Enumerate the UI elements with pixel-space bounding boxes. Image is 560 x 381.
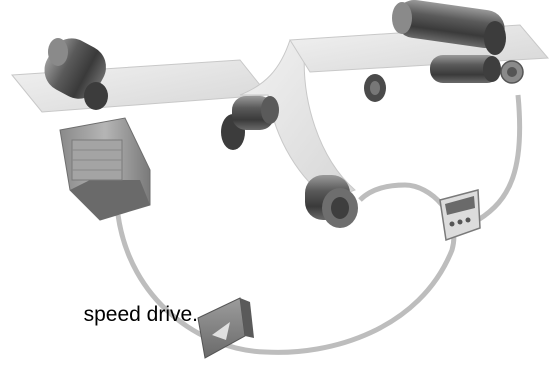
roller-left-top (44, 38, 108, 110)
controller-link-cable (476, 94, 523, 223)
caption-container: speed drive. (0, 300, 210, 330)
servo-motor (59, 117, 151, 221)
roller-right-top (392, 0, 506, 55)
roller-middle-lower (221, 96, 279, 150)
controller-display-icon (439, 189, 481, 242)
variable-speed-drive-icon (197, 297, 254, 359)
roller-dancer (305, 175, 358, 228)
web-sheet-middle (239, 39, 356, 201)
feedback-loop-cable (115, 182, 457, 355)
roller-middle-upper (364, 74, 386, 102)
roller-right-bottom (430, 55, 501, 83)
caption-text: speed drive. (83, 303, 198, 326)
encoder-sensor-icon (500, 60, 524, 84)
